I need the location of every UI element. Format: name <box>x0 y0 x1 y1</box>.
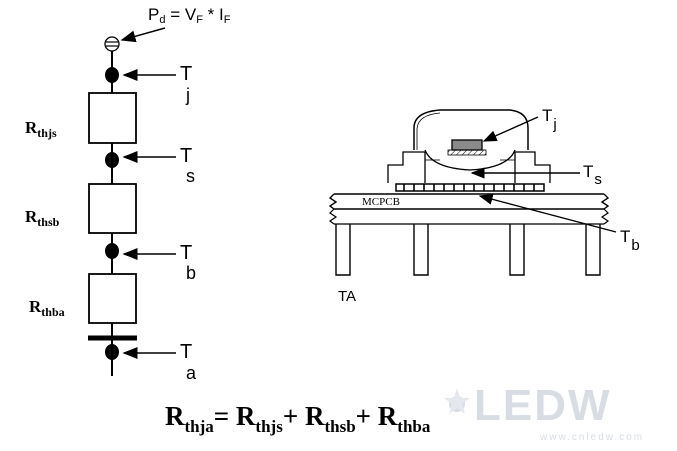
resistor-label-thjs: Rthjs <box>25 118 57 140</box>
power-formula: Pd = VF * IF <box>148 5 231 26</box>
die-attach <box>447 149 487 156</box>
led-package-cross-section <box>328 109 610 276</box>
package-label-tj: Tj <box>542 106 557 133</box>
power-arrow <box>120 27 166 43</box>
resistor-box-thsb <box>88 183 137 234</box>
node-ts <box>105 152 119 168</box>
heat-source-icon <box>104 36 120 52</box>
thermal-resistance-equation: Rthja= Rthjs+ Rthsb+ Rthba <box>165 401 431 436</box>
ambient-label: TA <box>338 288 356 305</box>
housing-left <box>387 151 426 183</box>
resistor-box-thjs <box>88 92 137 144</box>
led-die <box>451 139 483 151</box>
mcpcb-label: MCPCB <box>362 196 400 208</box>
resistor-box-thba <box>88 273 137 324</box>
slug-ticks <box>403 184 535 191</box>
package-label-ts: Ts <box>583 162 602 188</box>
watermark: LEDW www.cnledw.com <box>444 381 644 443</box>
node-tb <box>105 243 119 259</box>
housing-right <box>514 151 551 183</box>
node-dots <box>105 67 119 360</box>
resistor-label-thsb: Rthsb <box>25 207 60 229</box>
watermark-star-icon <box>444 388 470 414</box>
mcpcb-board <box>328 193 610 210</box>
node-tj <box>105 67 119 83</box>
heat-slug <box>395 183 545 192</box>
watermark-url-text: www.cnledw.com <box>539 432 644 443</box>
heat-sink <box>335 224 601 276</box>
node-arrows <box>122 69 176 359</box>
thermal-circuit <box>88 51 137 376</box>
node-ta <box>105 344 119 360</box>
resistor-label-thba: Rthba <box>29 297 65 319</box>
package-label-tb: Tb <box>620 227 640 254</box>
watermark-logo-text: LEDW <box>474 381 612 430</box>
reflector-cup <box>424 149 516 171</box>
package-arrows <box>470 116 617 233</box>
